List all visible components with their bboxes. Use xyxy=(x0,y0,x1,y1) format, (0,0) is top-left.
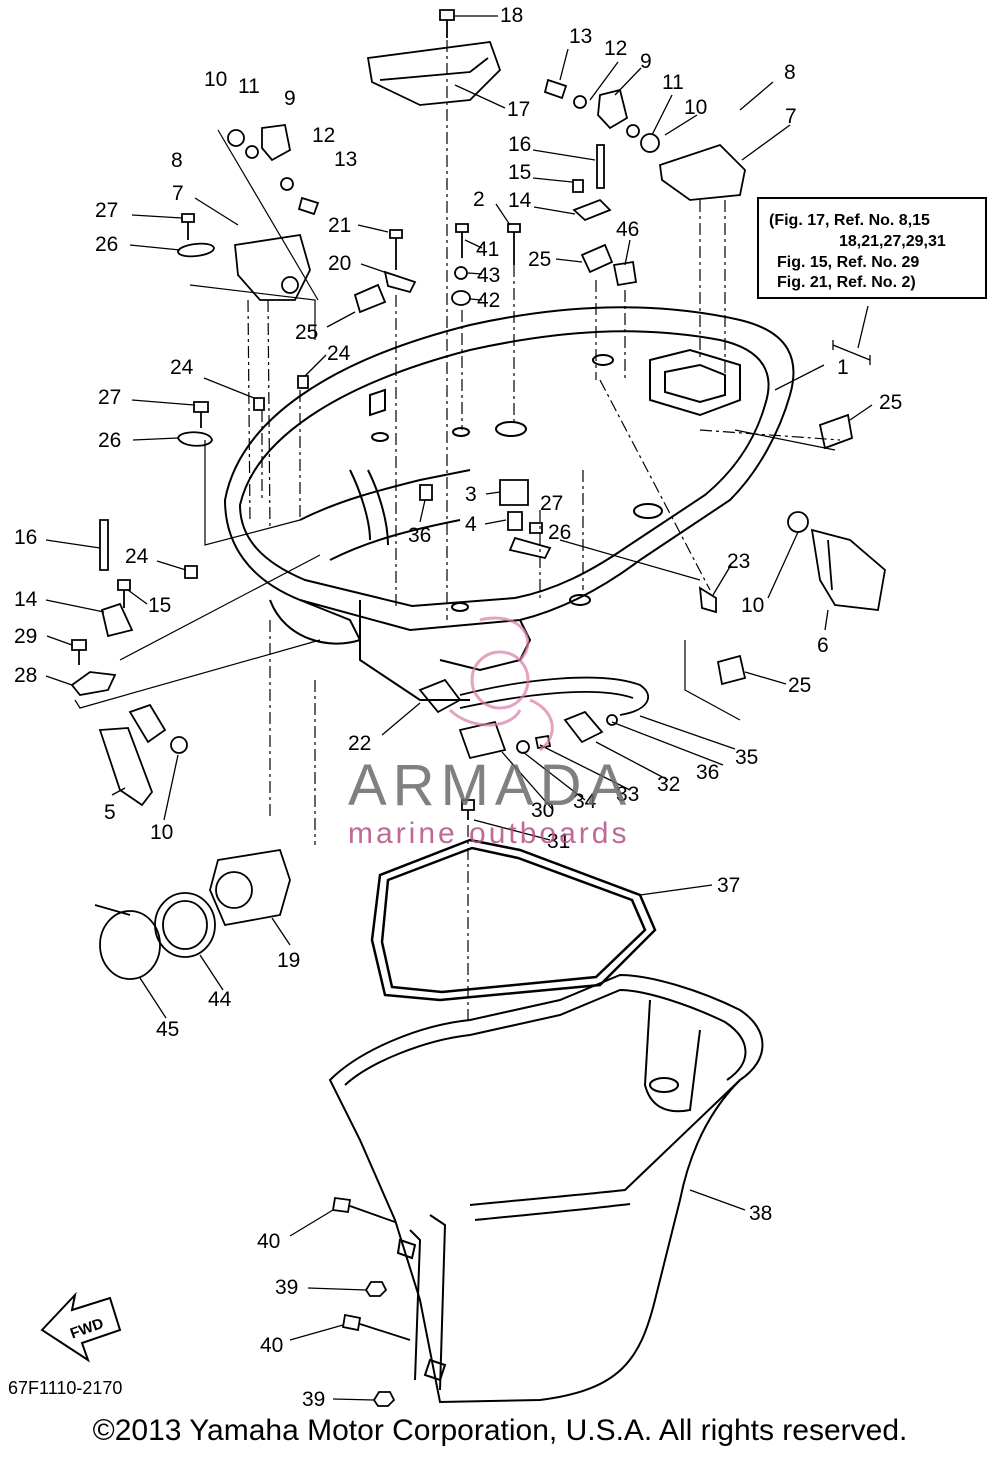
callout-10: 10 xyxy=(741,594,764,617)
callout-7: 7 xyxy=(785,105,797,128)
callout-27: 27 xyxy=(540,492,563,515)
callout-26: 26 xyxy=(98,429,121,452)
callout-29: 29 xyxy=(14,625,37,648)
callout-24: 24 xyxy=(170,356,194,379)
callout-16: 16 xyxy=(14,526,37,549)
callout-13: 13 xyxy=(569,25,592,48)
callout-7: 7 xyxy=(172,182,184,205)
callout-12: 12 xyxy=(604,37,627,60)
callout-11: 11 xyxy=(662,71,684,94)
callout-18: 18 xyxy=(500,4,523,27)
callout-45: 45 xyxy=(156,1018,179,1041)
callout-15: 15 xyxy=(148,594,171,617)
reference-note-line-4: Fig. 21, Ref. No. 2) xyxy=(777,274,916,291)
callout-31: 31 xyxy=(547,830,570,853)
callout-10: 10 xyxy=(684,96,707,119)
callout-9: 9 xyxy=(284,87,296,110)
callout-13: 13 xyxy=(334,148,357,171)
reference-note-line-3: Fig. 15, Ref. No. 29 xyxy=(777,254,920,271)
callout-21: 21 xyxy=(328,214,351,237)
callout-40: 40 xyxy=(257,1230,280,1253)
callout-26: 26 xyxy=(95,233,118,256)
callout-14: 14 xyxy=(14,588,38,611)
callout-10: 10 xyxy=(150,821,173,844)
callout-5: 5 xyxy=(104,801,116,824)
callout-20: 20 xyxy=(328,252,351,275)
callout-15: 15 xyxy=(508,161,531,184)
fwd-arrow-icon: FWD xyxy=(40,1291,122,1363)
callout-28: 28 xyxy=(14,664,37,687)
callout-36: 36 xyxy=(408,524,431,547)
callout-27: 27 xyxy=(95,199,118,222)
callout-39: 39 xyxy=(275,1276,298,1299)
callout-26: 26 xyxy=(548,521,571,544)
callout-6: 6 xyxy=(817,634,829,657)
callout-14: 14 xyxy=(508,189,532,212)
gasket-37 xyxy=(370,838,657,1002)
callout-19: 19 xyxy=(277,949,300,972)
callout-38: 38 xyxy=(749,1202,772,1225)
callout-34: 34 xyxy=(573,790,597,813)
callout-24: 24 xyxy=(125,545,149,568)
callout-16: 16 xyxy=(508,133,531,156)
callout-8: 8 xyxy=(784,61,796,84)
callout-27: 27 xyxy=(98,386,121,409)
bottom-cowling-upper xyxy=(223,306,795,701)
outline-connector-lines xyxy=(74,129,836,721)
callout-42: 42 xyxy=(477,289,500,312)
callout-41: 41 xyxy=(476,238,499,261)
callout-46: 46 xyxy=(616,218,639,241)
diagram-part-code: 67F1110-2170 xyxy=(8,1378,123,1398)
callout-12: 12 xyxy=(312,124,335,147)
reference-note-line-2: 18,21,27,29,31 xyxy=(839,233,946,250)
callout-9: 9 xyxy=(640,50,652,73)
callout-11: 11 xyxy=(238,75,260,98)
watermark-brand-name: ARMADA xyxy=(348,753,633,818)
callout-37: 37 xyxy=(717,874,740,897)
alignment-dashed-lines xyxy=(247,40,841,1025)
callout-36: 36 xyxy=(696,761,719,784)
callout-25: 25 xyxy=(788,674,811,697)
callout-10: 10 xyxy=(204,68,227,91)
reference-note-box: (Fig. 17, Ref. No. 8,15 18,21,27,29,31 F… xyxy=(757,197,987,299)
callout-33: 33 xyxy=(616,783,639,806)
callout-24: 24 xyxy=(327,342,351,365)
callout-17: 17 xyxy=(507,98,530,121)
callout-3: 3 xyxy=(465,483,477,506)
bottom-cowling-lower xyxy=(328,973,764,1404)
copyright-notice: ©2013 Yamaha Motor Corporation, U.S.A. A… xyxy=(92,1414,908,1447)
callout-labels: 18 17 13 12 9 8 11 10 7 16 15 14 2 41 43… xyxy=(14,4,902,1411)
callout-2: 2 xyxy=(473,188,485,211)
callout-4: 4 xyxy=(465,513,477,536)
callout-1: 1 xyxy=(837,356,849,379)
callout-23: 23 xyxy=(727,550,750,573)
callout-22: 22 xyxy=(348,732,371,755)
callout-25: 25 xyxy=(295,321,318,344)
callout-40: 40 xyxy=(260,1334,283,1357)
callout-44: 44 xyxy=(208,988,232,1011)
callout-8: 8 xyxy=(171,149,183,172)
callout-32: 32 xyxy=(657,773,680,796)
callout-43: 43 xyxy=(477,264,500,287)
reference-note-line-1: (Fig. 17, Ref. No. 8,15 xyxy=(769,212,930,229)
callout-35: 35 xyxy=(735,746,758,769)
callout-30: 30 xyxy=(531,799,554,822)
watermark-subtitle: marine outboards xyxy=(348,817,630,850)
leader-lines xyxy=(45,15,873,1401)
watermark-logo-icon xyxy=(448,616,554,752)
callout-39: 39 xyxy=(302,1388,325,1411)
callout-25: 25 xyxy=(528,248,551,271)
callout-25: 25 xyxy=(879,391,902,414)
